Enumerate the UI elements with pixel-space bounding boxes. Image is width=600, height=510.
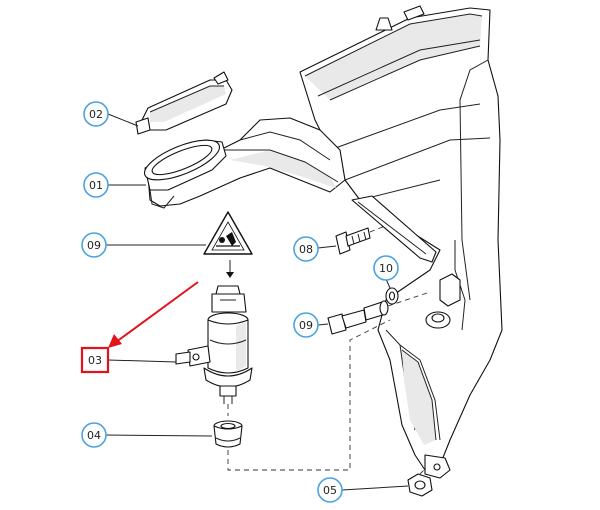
callout-05: 05 [317,477,343,503]
mounting-bracket [351,195,437,263]
callout-04: 04 [81,422,107,448]
callout-10: 10 [373,255,399,281]
pump-grommet [213,420,243,448]
callout-01-label: 01 [89,179,103,192]
leader-lines [105,113,409,491]
callout-02-label: 02 [89,108,103,121]
washer-reservoir [299,5,503,479]
callout-03-label: 03 [88,354,102,367]
callout-03-highlighted: 03 [80,346,110,374]
filler-neck [143,117,346,209]
callout-10-label: 10 [379,262,393,275]
hex-nut [407,469,433,497]
callout-08-label: 08 [299,243,313,256]
callout-08: 08 [293,236,319,262]
warning-triangle-icon [203,211,253,278]
callout-02: 02 [83,101,109,127]
callout-09-sensor: 09 [293,312,319,338]
callout-09b-label: 09 [299,319,313,332]
callout-09-warning: 09 [81,232,107,258]
highlight-arrow [108,281,199,348]
filler-cap [135,71,233,135]
level-sensor [327,291,431,335]
callout-01: 01 [83,172,109,198]
callout-05-label: 05 [323,484,337,497]
washer-pump [175,285,253,404]
sensor-seal [385,287,399,305]
assembly-line-pump [227,319,391,471]
callout-04-label: 04 [87,429,101,442]
bolt [335,219,401,255]
callout-09a-label: 09 [87,239,101,252]
